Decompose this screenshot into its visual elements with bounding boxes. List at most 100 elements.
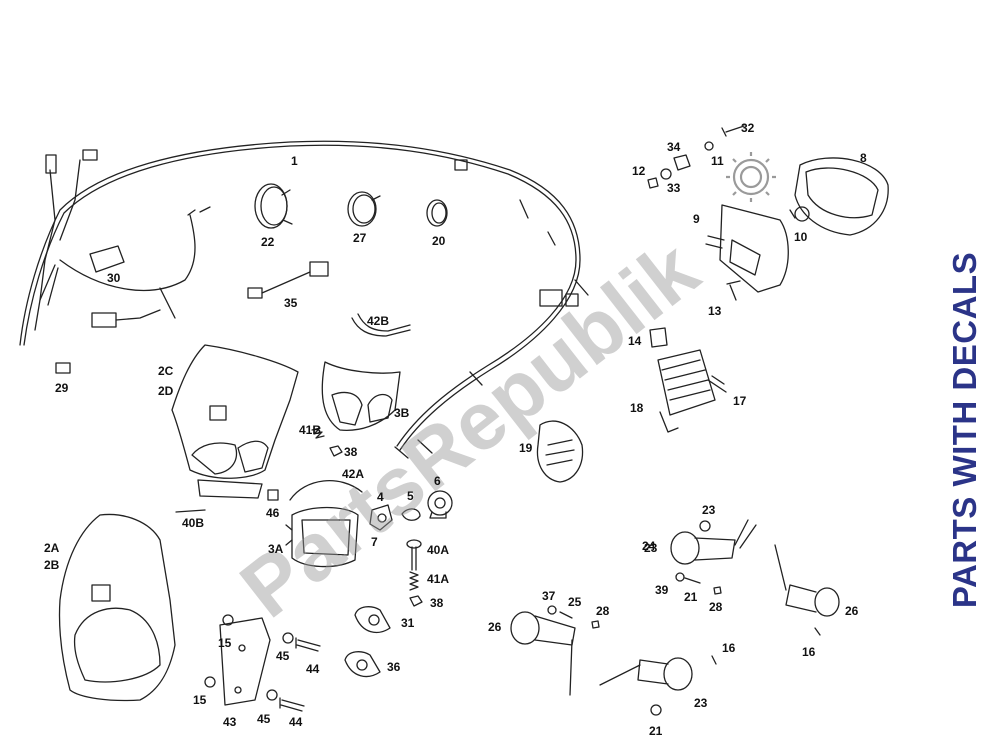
bulb-23-lower [650, 704, 662, 716]
washer-39 [675, 572, 685, 582]
callout-label: 16 [802, 645, 816, 659]
nut-46 [267, 489, 279, 501]
bolt-17 [707, 375, 727, 393]
callout-label: 15 [193, 693, 207, 707]
regulator-18 [657, 349, 716, 433]
nut-28-lower [591, 620, 600, 629]
indicator-26-right [774, 544, 840, 617]
callout-label: 1 [291, 154, 298, 168]
screw-16-lower [711, 655, 717, 665]
indicator-26-left [510, 611, 576, 696]
callout-label: 44 [289, 715, 303, 729]
clamp-27 [347, 191, 381, 227]
callout-label: 23 [702, 503, 716, 517]
reflector-19 [536, 420, 584, 483]
bulb-23-upper [699, 520, 711, 532]
callout-label: 3A [268, 542, 284, 556]
wiring-harness [19, 140, 589, 459]
callout-label: 7 [371, 535, 378, 549]
clip-14 [649, 327, 668, 348]
callout-label: 24 [642, 539, 656, 553]
callout-label: 34 [667, 140, 681, 154]
callout-label: 22 [261, 235, 275, 249]
callout-label: 38 [344, 445, 358, 459]
socket-6 [427, 490, 453, 519]
callout-label: 18 [630, 401, 644, 415]
callout-label: 3B [394, 406, 410, 420]
callout-label: 16 [722, 641, 736, 655]
callout-label: 25 [568, 595, 582, 609]
callout-label: 40B [182, 516, 205, 530]
washer-11 [704, 141, 714, 151]
callout-label: 35 [284, 296, 298, 310]
callout-label: 21 [649, 724, 663, 738]
callout-label: 23 [694, 696, 708, 710]
callout-label: 2D [158, 384, 174, 398]
indicator-24-lower [599, 657, 693, 691]
fairing-2a-2b [58, 513, 176, 702]
callout-label: 17 [733, 394, 747, 408]
spring-41b [311, 427, 325, 439]
callout-label: 13 [708, 304, 722, 318]
tail-lens-8 [794, 157, 889, 236]
callout-label: 2B [44, 558, 60, 572]
callout-label: 38 [430, 596, 444, 610]
lens-3b [321, 361, 401, 431]
washer-15-top [222, 614, 234, 626]
nut-33 [660, 168, 672, 180]
callout-label: 33 [667, 181, 681, 195]
spring-41a [409, 571, 419, 591]
cable-35 [247, 261, 329, 299]
callout-label: 46 [266, 506, 280, 520]
callout-label: 45 [276, 649, 290, 663]
plate-43 [219, 617, 271, 706]
callout-label: 40A [427, 543, 450, 557]
bolt-25 [559, 611, 573, 619]
callout-label: 31 [401, 616, 415, 630]
callout-label: 26 [488, 620, 502, 634]
callout-label: 36 [387, 660, 401, 674]
screw-40a [406, 539, 422, 571]
callout-label: 5 [407, 489, 414, 503]
nut-28-upper [713, 586, 722, 595]
callout-label: 20 [432, 234, 446, 248]
callout-label: 6 [434, 474, 441, 488]
clamp-36 [344, 651, 381, 678]
callout-label: 29 [55, 381, 69, 395]
callout-label: 27 [353, 231, 367, 245]
callout-label: 41A [427, 572, 450, 586]
callout-label: 4 [377, 490, 384, 504]
callout-label: 2C [158, 364, 174, 378]
spring-clip-5 [401, 508, 421, 521]
indicator-24-upper [670, 519, 757, 565]
nut-38 [409, 595, 423, 607]
callout-label: 9 [693, 212, 700, 226]
spacer-34 [673, 154, 691, 171]
callout-label: 37 [542, 589, 556, 603]
screw-13 [726, 280, 741, 301]
callout-label: 11 [711, 154, 724, 168]
callout-label: 42A [342, 467, 365, 481]
callout-label: 19 [519, 441, 533, 455]
callout-label: 10 [794, 230, 808, 244]
callout-label: 32 [741, 121, 755, 135]
callout-label: 44 [306, 662, 320, 676]
side-title: PARTS WITH DECALS [946, 251, 983, 609]
cap-30 [89, 245, 125, 273]
callout-label: 12 [632, 164, 646, 178]
headlight-3a [285, 506, 359, 568]
callout-label: 21 [684, 590, 698, 604]
screw-21 [684, 577, 701, 584]
clamp-31 [354, 606, 391, 634]
washer-45-bottom [266, 689, 278, 701]
washer-15-bottom [204, 676, 216, 688]
washer-45-top [282, 632, 294, 644]
hose-42b [351, 317, 411, 337]
callout-label: 23 [644, 541, 658, 555]
gear-icon [726, 152, 776, 202]
callout-label: 30 [107, 271, 121, 285]
screw-16-right [814, 627, 821, 636]
callout-label: 26 [845, 604, 859, 618]
callout-label: 8 [860, 151, 867, 165]
bolt-44-bottom [279, 697, 305, 712]
